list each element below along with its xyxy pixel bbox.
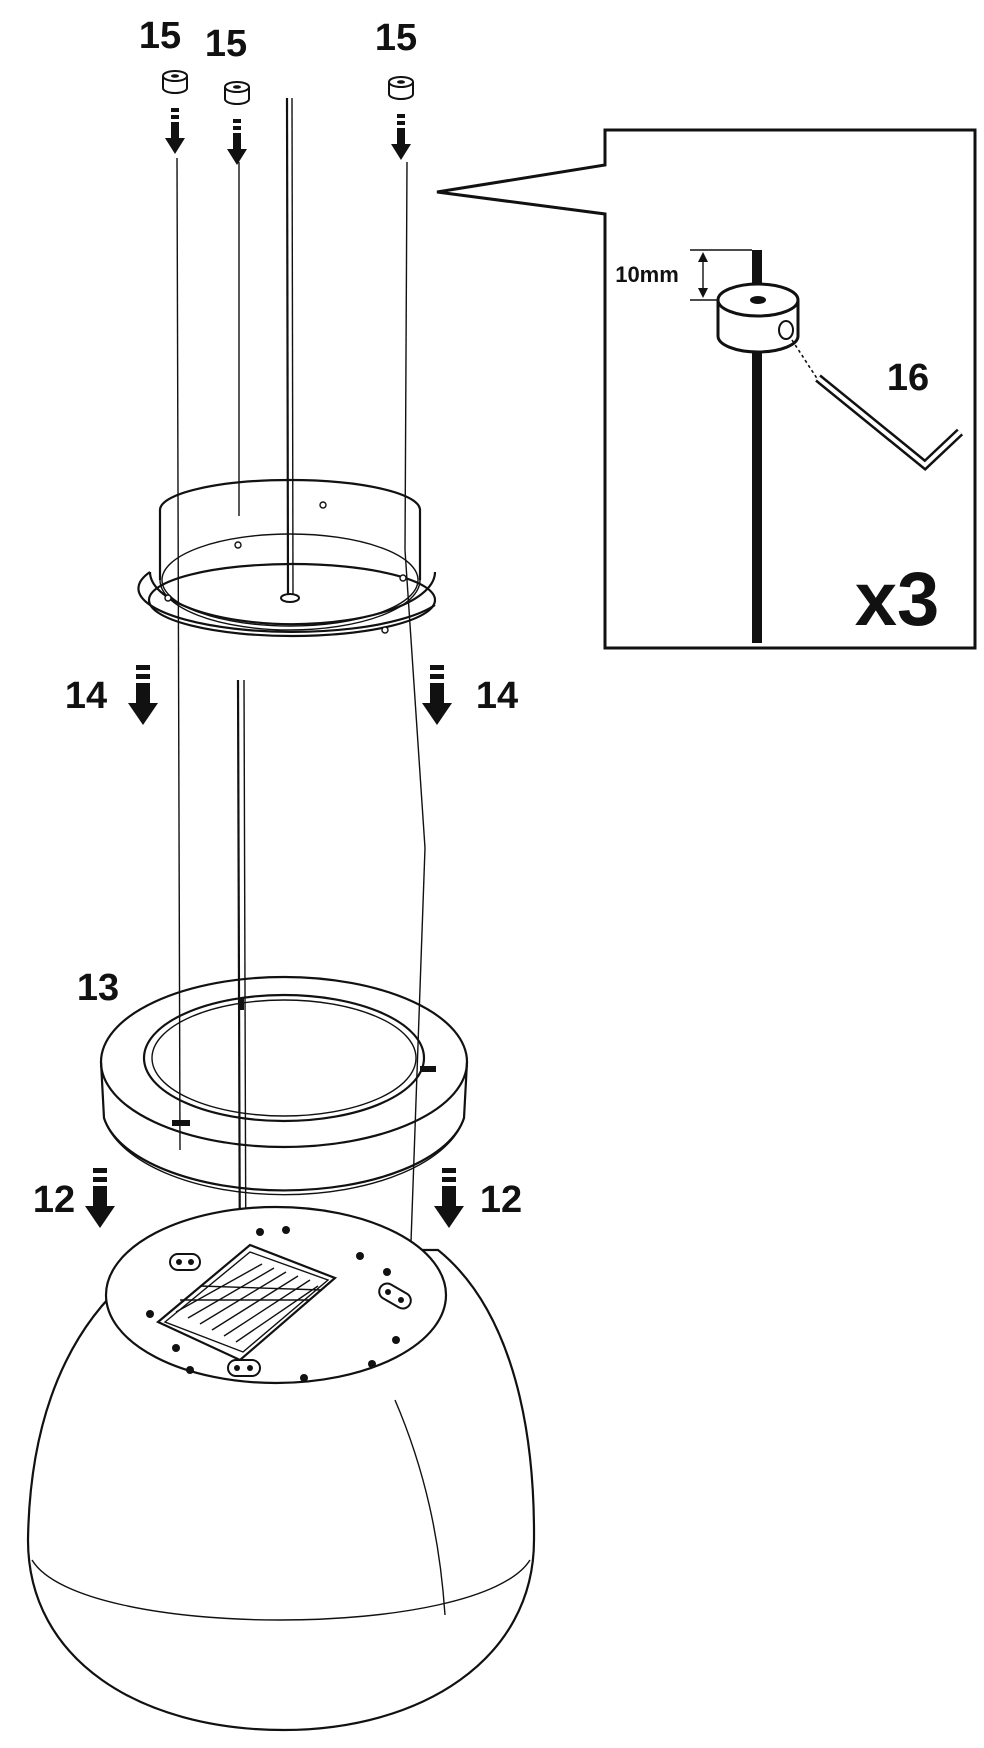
detail-callout: 10mm 16 x3 <box>436 128 977 650</box>
label-13: 13 <box>77 967 119 1009</box>
label-14-right: 14 <box>476 675 518 717</box>
decorative-ring <box>99 975 469 1196</box>
label-16: 16 <box>887 357 929 399</box>
suspension-cables <box>176 97 426 1301</box>
label-15-middle: 15 <box>205 23 247 65</box>
label-12-right: 12 <box>480 1179 522 1221</box>
grease-filter <box>155 1243 338 1362</box>
cable-bracket <box>169 1253 412 1377</box>
label-15-left: 15 <box>139 15 181 57</box>
label-12-left: 12 <box>33 1179 75 1221</box>
allen-key-icon <box>815 374 964 471</box>
multiplier-label: x3 <box>855 557 940 642</box>
label-14-left: 14 <box>65 675 107 717</box>
dimension-label: 10mm <box>615 262 679 287</box>
hood-dome <box>26 1205 536 1732</box>
ceiling-mount-plate <box>137 478 437 638</box>
down-arrow-icon <box>128 665 452 725</box>
plate-screws <box>146 1226 400 1382</box>
set-screw-collar-icon <box>716 282 800 354</box>
label-15-right: 15 <box>375 17 417 59</box>
